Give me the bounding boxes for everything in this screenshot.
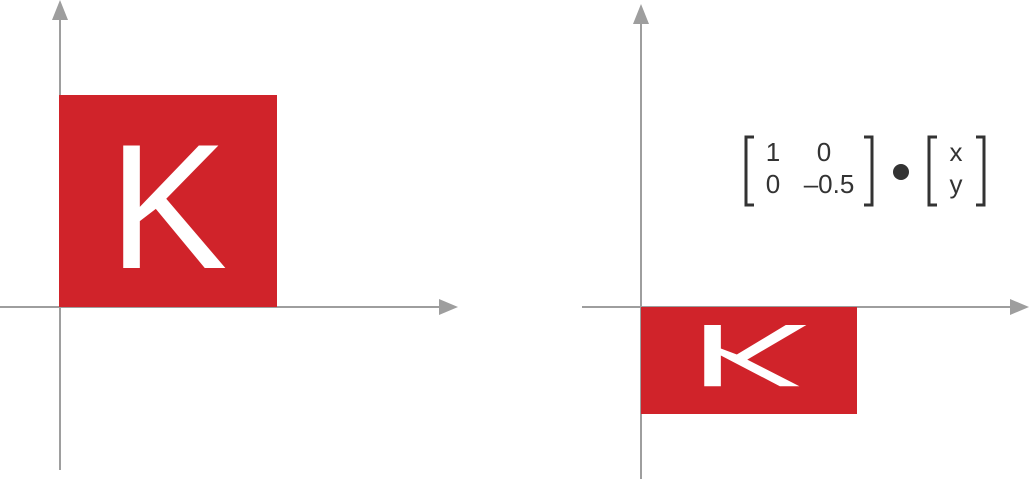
left-y-axis-arrow: [52, 0, 68, 20]
vector-x: x: [950, 137, 963, 167]
matrix-cell-r1c1: 1: [766, 137, 780, 167]
vector-left-bracket: [927, 135, 937, 207]
right-y-axis-arrow: [633, 4, 649, 24]
dot-operator: [893, 164, 909, 180]
vector-y: y: [950, 169, 963, 199]
transformed-shape: [641, 307, 857, 414]
matrix-expression: 1 0 0 –0.5 x y: [744, 135, 986, 207]
original-shape: [59, 95, 277, 307]
right-panel: K 1 0 0 –0.5 x y: [582, 4, 1029, 479]
transformed-shape-letter: K: [690, 306, 809, 405]
matrix-cell-r2c1: 0: [766, 169, 780, 199]
matrix-left-bracket: [744, 135, 754, 207]
vector-right-bracket: [976, 135, 986, 207]
matrix-cell-r2c2: –0.5: [804, 169, 855, 199]
left-panel: K: [0, 0, 458, 470]
left-x-axis-arrow: [439, 299, 458, 315]
matrix-right-bracket: [864, 135, 874, 207]
right-x-axis-arrow: [1010, 299, 1029, 315]
original-shape-letter: K: [109, 107, 228, 306]
transformed-shape-letter-group: K: [690, 306, 809, 405]
matrix-cell-r1c2: 0: [817, 137, 831, 167]
